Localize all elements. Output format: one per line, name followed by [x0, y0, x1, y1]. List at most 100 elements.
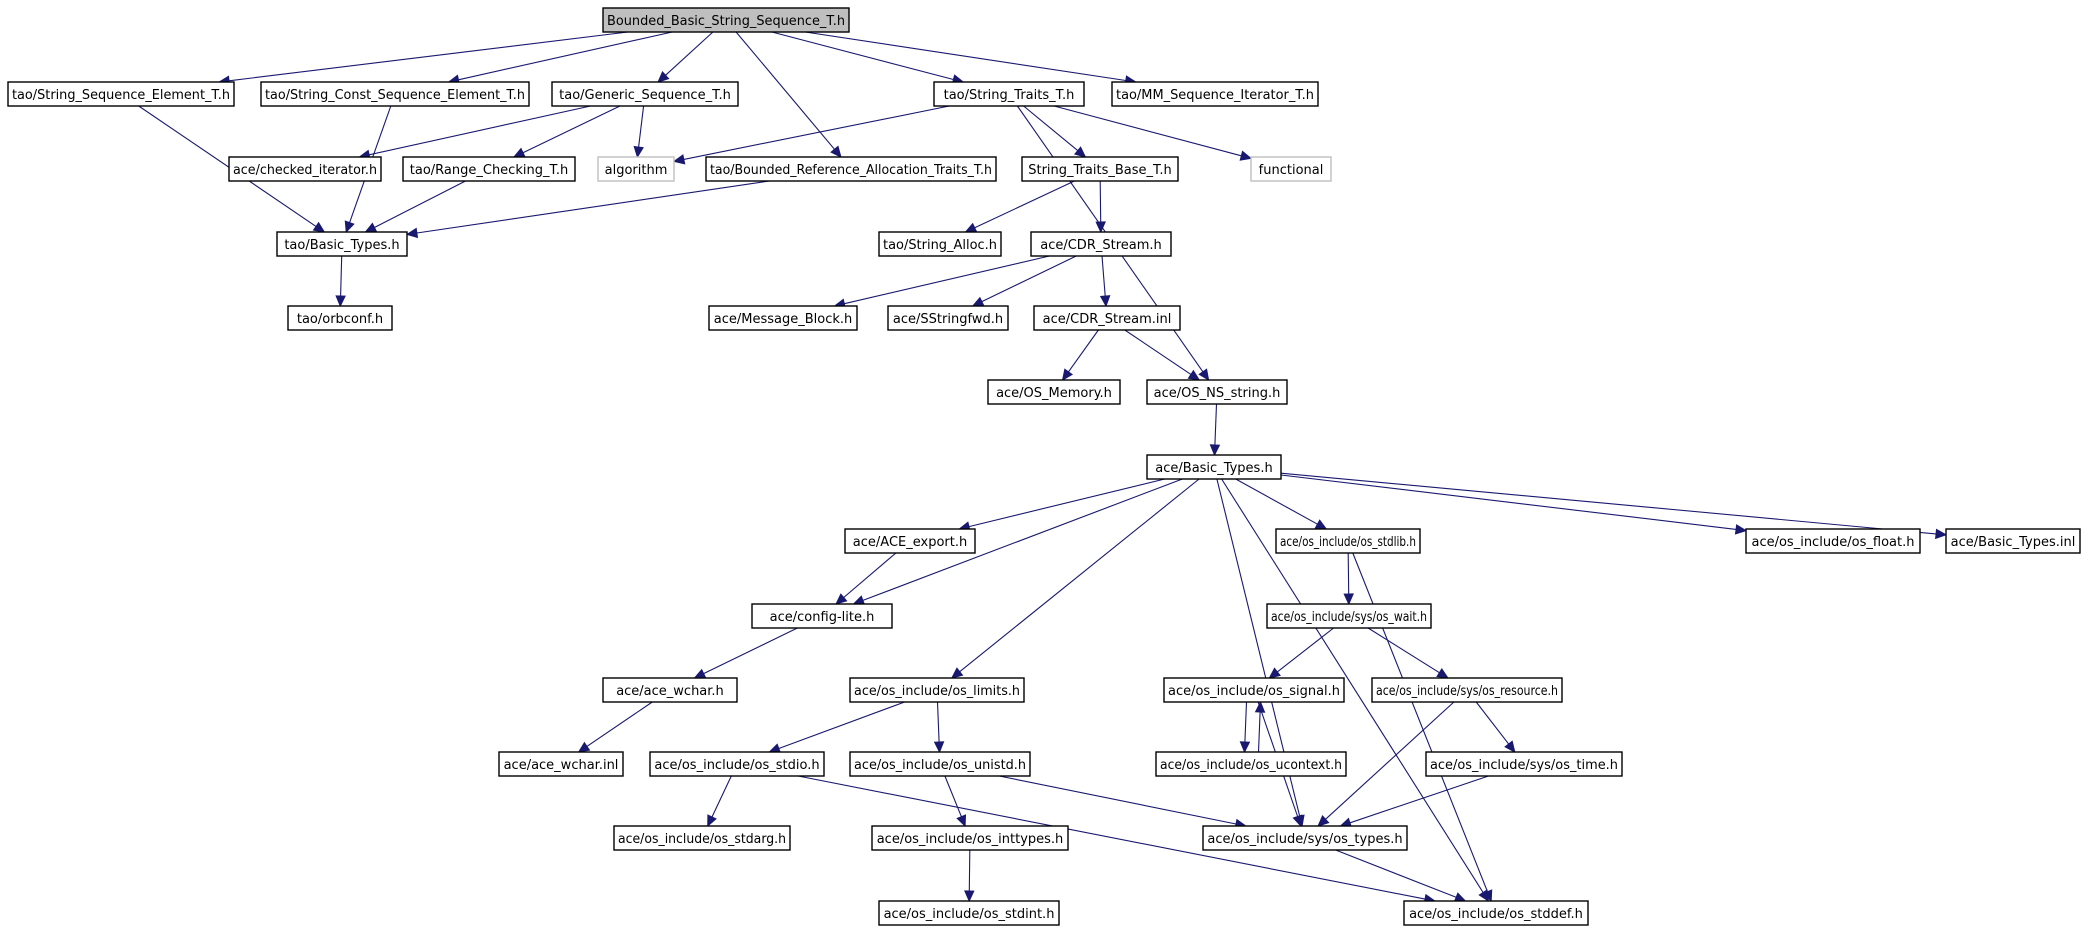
arrowhead	[1504, 740, 1516, 753]
node-tao-orbconf-h[interactable]: tao/orbconf.h	[287, 305, 393, 331]
arrowhead	[933, 741, 945, 754]
arrowhead	[633, 145, 644, 159]
node-ace-sstringfwd-h[interactable]: ace/SStringfwd.h	[887, 305, 1009, 331]
node-ace-os-include-sys-os-types-h[interactable]: ace/os_include/sys/os_types.h	[1202, 825, 1408, 851]
node-ace-basic-types-inl[interactable]: ace/Basic_Types.inl	[1945, 528, 2081, 554]
node-ace-os-memory-h[interactable]: ace/OS_Memory.h	[987, 379, 1121, 405]
edge-root-to-n3	[657, 31, 714, 83]
arrowhead	[1095, 221, 1106, 234]
node-ace-os-include-sys-os-wait-h[interactable]: ace/os_include/sys/os_wait.h	[1266, 603, 1432, 629]
node-tao-bounded-reference-allocation-traits-t-h[interactable]: tao/Bounded_Reference_Allocation_Traits_…	[705, 156, 997, 182]
node-tao-mm-sequence-iterator-t-h[interactable]: tao/MM_Sequence_Iterator_T.h	[1111, 81, 1319, 107]
arrowhead	[1198, 368, 1210, 381]
arrowhead	[312, 221, 326, 233]
node-label: ace/OS_NS_string.h	[1154, 386, 1281, 401]
node-ace-os-include-sys-os-resource-h[interactable]: ace/os_include/sys/os_resource.h	[1371, 677, 1563, 703]
node-box	[1033, 305, 1181, 331]
node-ace-cdr-stream-h[interactable]: ace/CDR_Stream.h	[1030, 231, 1172, 257]
node-ace-os-include-os-inttypes-h[interactable]: ace/os_include/os_inttypes.h	[871, 825, 1069, 851]
node-ace-message-block-h[interactable]: ace/Message_Block.h	[708, 305, 858, 331]
edge-line	[522, 105, 621, 154]
node-ace-os-include-os-stdarg-h[interactable]: ace/os_include/os_stdarg.h	[613, 825, 791, 851]
node-box	[844, 528, 976, 554]
node-tao-generic-sequence-t-h[interactable]: tao/Generic_Sequence_T.h	[551, 81, 739, 107]
node-ace-os-include-os-float-h[interactable]: ace/os_include/os_float.h	[1745, 528, 1921, 554]
edge-n10-to-n14	[1095, 180, 1106, 234]
node-ace-os-include-os-ucontext-h[interactable]: ace/os_include/os_ucontext.h	[1155, 751, 1347, 777]
edge-line	[1053, 105, 1242, 157]
arrowhead	[1436, 667, 1449, 679]
node-tao-range-checking-t-h[interactable]: tao/Range_Checking_T.h	[402, 156, 576, 182]
node-functional: functional	[1250, 156, 1332, 182]
edge-line	[138, 105, 317, 227]
node-ace-os-ns-string-h[interactable]: ace/OS_NS_string.h	[1146, 379, 1288, 405]
node-box	[878, 900, 1060, 926]
node-tao-string-sequence-element-t-h[interactable]: tao/String_Sequence_Element_T.h	[7, 81, 235, 107]
node-ace-ace-export-h[interactable]: ace/ACE_export.h	[844, 528, 976, 554]
arrowhead	[577, 741, 591, 753]
node-ace-os-include-os-stdlib-h[interactable]: ace/os_include/os_stdlib.h	[1275, 528, 1421, 554]
edge-n21-to-n22	[958, 478, 1165, 532]
node-ace-ace-wchar-h[interactable]: ace/ace_wchar.h	[602, 677, 738, 703]
edge-line	[228, 31, 628, 82]
node-tao-string-const-sequence-element-t-h[interactable]: tao/String_Const_Sequence_Element_T.h	[260, 81, 530, 107]
node-label: ace/os_include/os_stdio.h	[654, 758, 819, 773]
edge-n7-to-n12	[364, 180, 466, 233]
node-box	[1745, 528, 1921, 554]
node-label: ace/os_include/sys/os_wait.h	[1271, 610, 1427, 625]
node-label: ace/os_include/os_inttypes.h	[877, 832, 1064, 847]
edge-line	[638, 105, 645, 148]
edge-n4-to-n8	[672, 105, 950, 165]
node-box	[849, 751, 1031, 777]
node-label: ace/os_include/os_stddef.h	[1409, 907, 1583, 922]
node-label: ace/os_include/sys/os_time.h	[1430, 758, 1618, 773]
node-label: ace/os_include/sys/os_resource.h	[1376, 684, 1558, 699]
node-box	[1275, 528, 1421, 554]
edge-n28-to-n32	[577, 701, 653, 753]
node-ace-os-include-os-limits-h[interactable]: ace/os_include/os_limits.h	[849, 677, 1025, 703]
node-label: tao/String_Alloc.h	[883, 238, 997, 253]
node-bounded-basic-string-sequence-t-h[interactable]: Bounded_Basic_String_Sequence_T.h	[602, 7, 850, 33]
node-ace-ace-wchar-inl[interactable]: ace/ace_wchar.inl	[498, 751, 624, 777]
node-ace-os-include-os-unistd-h[interactable]: ace/os_include/os_unistd.h	[849, 751, 1031, 777]
node-label: ace/SStringfwd.h	[893, 312, 1003, 327]
edge-line	[374, 180, 466, 228]
node-ace-cdr-stream-inl[interactable]: ace/CDR_Stream.inl	[1033, 305, 1181, 331]
node-label: ace/OS_Memory.h	[996, 386, 1112, 401]
node-ace-checked-iterator-h[interactable]: ace/checked_iterator.h	[228, 156, 382, 182]
node-ace-os-include-os-signal-h[interactable]: ace/os_include/os_signal.h	[1163, 677, 1345, 703]
node-box	[708, 305, 858, 331]
node-box	[871, 825, 1069, 851]
arrowhead	[964, 222, 978, 233]
node-label: ace/ace_wchar.inl	[504, 758, 619, 773]
node-label: ace/config-lite.h	[770, 610, 875, 625]
edge-layer	[138, 31, 1948, 905]
edge-n21-to-n29	[950, 478, 1200, 679]
node-box	[1250, 156, 1332, 182]
node-ace-os-include-sys-os-time-h[interactable]: ace/os_include/sys/os_time.h	[1425, 751, 1623, 777]
edge-n3-to-n6	[358, 105, 591, 160]
edge-line	[1023, 105, 1079, 152]
node-ace-basic-types-h[interactable]: ace/Basic_Types.h	[1146, 454, 1282, 480]
node-label: ace/Basic_Types.inl	[1951, 535, 2076, 550]
arrowhead	[1239, 741, 1251, 754]
edge-root-to-n5	[805, 31, 1137, 86]
node-label: functional	[1259, 163, 1324, 178]
edge-line	[1244, 701, 1248, 743]
node-ace-os-include-os-stdint-h[interactable]: ace/os_include/os_stdint.h	[878, 900, 1060, 926]
node-tao-string-traits-t-h[interactable]: tao/String_Traits_T.h	[933, 81, 1085, 107]
node-tao-basic-types-h[interactable]: tao/Basic_Types.h	[276, 231, 408, 257]
node-ace-os-include-os-stdio-h[interactable]: ace/os_include/os_stdio.h	[649, 751, 825, 777]
edge-line	[703, 627, 798, 675]
edge-line	[1276, 627, 1334, 673]
edge-line	[1124, 329, 1192, 375]
node-ace-config-lite-h[interactable]: ace/config-lite.h	[751, 603, 893, 629]
edge-n18-to-n20	[1124, 329, 1201, 381]
node-ace-os-include-os-stddef-h[interactable]: ace/os_include/os_stddef.h	[1403, 900, 1589, 926]
node-label: ace/CDR_Stream.inl	[1043, 312, 1172, 327]
node-tao-string-alloc-h[interactable]: tao/String_Alloc.h	[878, 231, 1002, 257]
node-string-traits-base-t-h[interactable]: String_Traits_Base_T.h	[1021, 156, 1179, 182]
edge-n31-to-n39	[1317, 701, 1455, 827]
node-label: ace/os_include/os_ucontext.h	[1160, 758, 1342, 773]
edge-n34-to-n38	[944, 775, 967, 828]
